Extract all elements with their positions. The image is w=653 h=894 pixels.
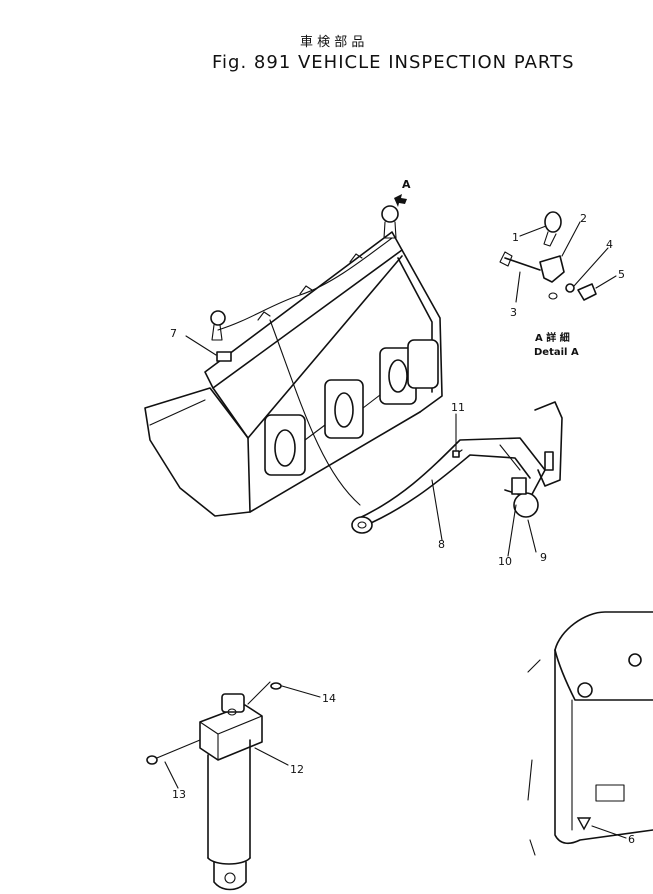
callout-8: 8 <box>438 538 445 551</box>
callout-numbers: 1 2 3 4 5 6 7 8 9 10 11 12 13 14 <box>170 212 635 846</box>
linkage-illustration <box>351 401 563 534</box>
bucket-illustration <box>144 205 443 517</box>
warning-triangle-icon <box>576 817 592 831</box>
callout-6: 6 <box>628 833 635 846</box>
detail-a-illustration <box>499 211 597 301</box>
callout-13: 13 <box>172 788 186 801</box>
callout-7: 7 <box>170 327 177 340</box>
page-title: Fig. 891 VEHICLE INSPECTION PARTS <box>212 52 575 73</box>
japanese-title: 車 検 部 品 <box>300 35 364 50</box>
view-letter: A <box>402 178 411 191</box>
detail-japanese-label: A 詳 細 <box>535 331 570 344</box>
callout-14: 14 <box>322 692 336 705</box>
callout-12: 12 <box>290 763 304 776</box>
leader-lines <box>164 221 627 839</box>
callout-9: 9 <box>540 551 547 564</box>
callout-2: 2 <box>580 212 587 225</box>
view-direction-arrow-icon <box>394 194 407 207</box>
callout-5: 5 <box>618 268 625 281</box>
callout-1: 1 <box>512 231 519 244</box>
cylinder-illustration <box>146 681 282 891</box>
detail-label: Detail A <box>534 347 579 358</box>
panel-illustration <box>527 611 653 856</box>
callout-4: 4 <box>606 238 613 251</box>
callout-3: 3 <box>510 306 517 319</box>
callout-10: 10 <box>498 555 512 568</box>
callout-11: 11 <box>451 401 465 414</box>
